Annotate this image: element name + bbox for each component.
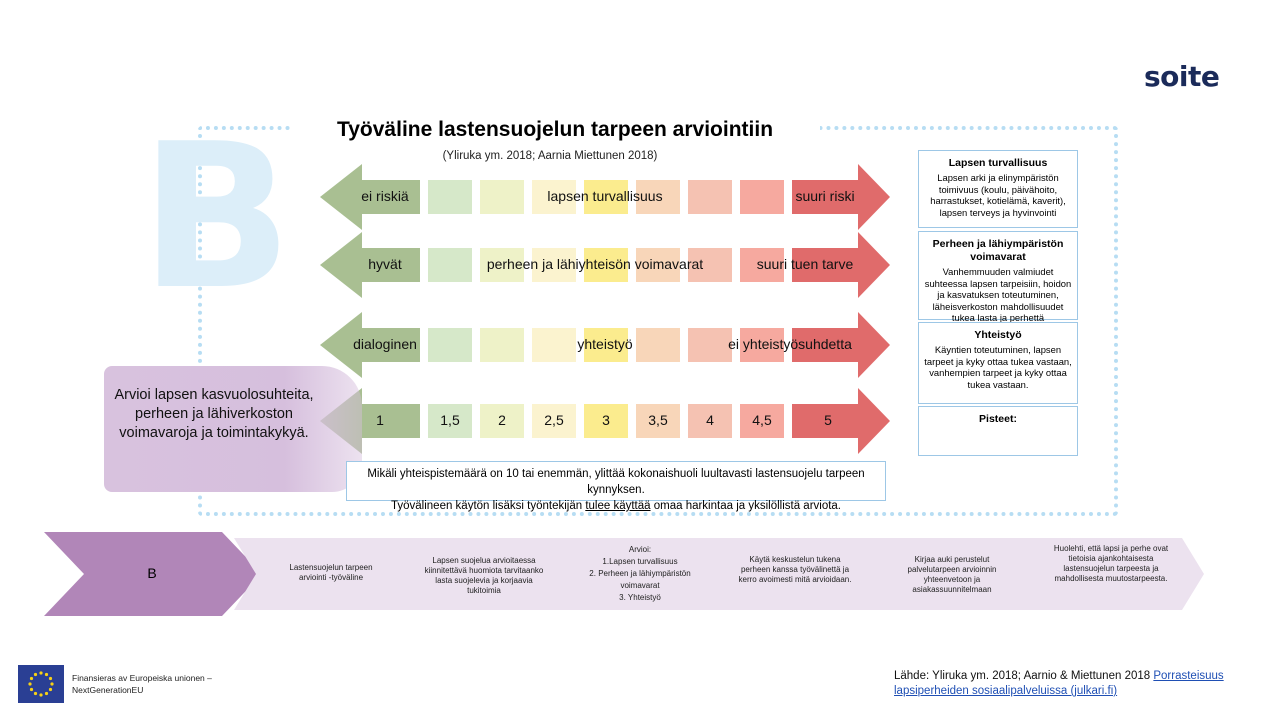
step-2-text: Lapsen suojelua arvioitaessa kiinnitettä… [424,556,544,595]
arrow-left-body-1 [361,248,420,282]
row-center-label: yhteistyö [577,336,633,352]
soite-logo: soite [1144,60,1220,93]
row-center-label: perheen ja lähiyhteisön voimavarat [486,256,704,272]
row-center-label: lapsen turvallisuus [547,188,663,204]
arrow-left-body-0 [361,180,420,214]
score-label: 1,5 [440,412,460,428]
arrow-left-body-2 [361,328,420,362]
chevron-step-5 [858,538,1040,610]
scale-cell [428,328,472,362]
arrow-right-head-2 [858,312,890,378]
scale-cell [480,180,524,214]
scale-cell [688,248,732,282]
chevron-step-4 [702,538,882,610]
scale-cell [428,248,472,282]
source-citation: Lähde: Yliruka ym. 2018; Aarnio & Miettu… [894,670,1224,697]
step-5-text: Kirjaa auki perustelut palvelutarpeen ar… [907,555,997,594]
box-pisteet: Pisteet: [918,406,1078,456]
eu-flag-icon [18,665,64,703]
scale-cell [636,328,680,362]
chevron-step-3 [546,538,726,610]
step-4-text: Käytä keskustelun tukena perheen kanssa … [738,555,852,584]
arrow-left-head-0 [320,164,362,230]
scale-cell [480,328,524,362]
score-label: 3,5 [648,412,668,428]
arrow-right-body-0 [792,180,858,214]
scale-cell [636,404,680,438]
scale-cell [688,180,732,214]
row-left-label: ei riskiä [361,188,409,204]
arrow-right-head-0 [858,164,890,230]
step-1-text: Lastensuojelun tarpeen arviointi -työväl… [289,563,373,582]
page-subtitle: (Yliruka ym. 2018; Aarnia Miettunen 2018… [442,150,658,162]
scale-cell [584,328,628,362]
row-left-label: dialoginen [353,336,417,352]
score-label: 1 [376,412,384,428]
scale-cell [532,404,576,438]
scale-cell [532,180,576,214]
scale-cell [740,404,784,438]
scale-cell [584,180,628,214]
arrow-right-body-2 [792,328,858,362]
page-title: Työväline lastensuojelun tarpeen arvioin… [290,116,820,144]
box-lapsen-turvallisuus: Lapsen turvallisuus Lapsen arki ja eliny… [918,150,1078,228]
underlined-text: tulee käyttää [585,500,651,512]
scale-cell [480,248,524,282]
row-right-label: ei yhteistyösuhdetta [728,336,852,352]
score-label: 4 [706,412,714,428]
row-left-label: hyvät [368,256,402,272]
chevron-b [44,532,262,616]
scale-cell [532,248,576,282]
scale-cell [428,404,472,438]
box-yhteistyo: Yhteistyö Käyntien toteutuminen, lapsen … [918,322,1078,404]
score-label: 2 [498,412,506,428]
score-label: 5 [824,412,832,428]
scale-cell [636,180,680,214]
source-link[interactable]: Porrasteisuus lapsiperheiden sosiaalipal… [894,670,1224,697]
scale-cell [740,328,784,362]
threshold-note: Mikäli yhteispistemäärä on 10 tai enemmä… [346,461,886,512]
scale-cell [636,248,680,282]
arrow-left-head-1 [320,232,362,298]
scale-cell [740,248,784,282]
process-chevrons [44,532,1204,616]
scale-cell [688,328,732,362]
eu-funding-text: Finansieras av Europeiska unionen – Next… [72,673,212,695]
scale-cell [480,404,524,438]
arrow-right-body-3 [792,404,858,438]
scale-cell [740,180,784,214]
arrow-left-body-3 [361,404,420,438]
chevron-b-label: B [147,565,157,581]
side-instruction: Arvioi lapsen kasvuolosuhteita, perheen … [114,387,314,441]
row-right-label: suuri tuen tarve [756,256,854,272]
scale-cell [688,404,732,438]
logo-i: i [1178,60,1189,93]
chevron-step-1 [234,538,414,610]
score-label: 2,5 [544,412,564,428]
box-voimavarat: Perheen ja lähiympäristön voimavarat Van… [918,231,1078,323]
row-right-label: suuri riski [795,188,855,204]
chevron-step-2 [390,538,570,610]
arrow-right-body-1 [792,248,858,282]
score-label: 3 [602,412,610,428]
scale-cell [532,328,576,362]
arrow-right-head-1 [858,232,890,298]
step-3-text: Arvioi: 1.Lapsen turvallisuus 2. Perheen… [589,545,691,602]
scale-cell [584,248,628,282]
scale-cell [584,404,628,438]
brush-stroke [104,366,362,492]
step-6-text: Huolehti, että lapsi ja perhe ovat tieto… [1053,544,1169,583]
chevron-step-6 [1016,538,1204,610]
scale-cell [428,180,472,214]
big-letter-b: B [140,101,293,334]
score-label: 4,5 [752,412,772,428]
arrow-right-head-3 [858,388,890,454]
